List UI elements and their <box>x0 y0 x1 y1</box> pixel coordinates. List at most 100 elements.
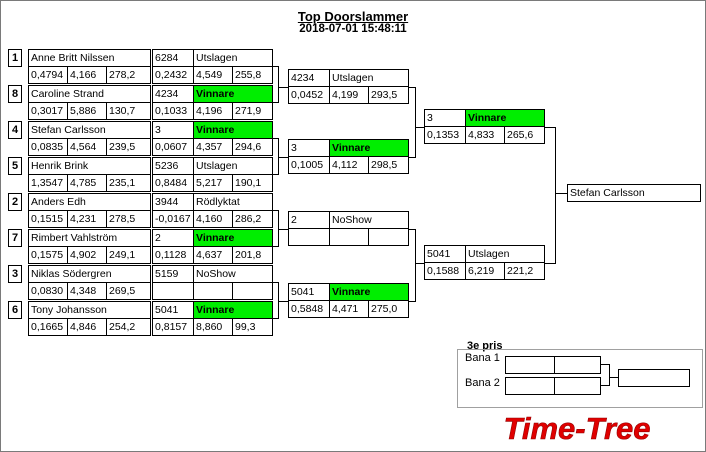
bracket-line <box>601 364 609 365</box>
reaction-time: 0,1588 <box>424 262 466 280</box>
seed-number: 4 <box>8 121 22 139</box>
elapsed-time: 4,564 <box>67 138 107 156</box>
bracket-line <box>278 138 279 175</box>
elapsed-time: 4,357 <box>193 138 233 156</box>
elapsed-time: 4,348 <box>67 282 107 300</box>
bracket-line <box>273 210 278 211</box>
elapsed-time: 4,785 <box>67 174 107 192</box>
bracket-line <box>555 127 556 264</box>
match-result: Utslagen <box>193 157 273 175</box>
bracket-line <box>409 229 415 230</box>
driver-name[interactable]: Anders Edh <box>28 193 151 211</box>
speed: 254,2 <box>106 318 151 336</box>
elapsed-time: 5,886 <box>67 102 107 120</box>
speed: 249,1 <box>106 246 151 264</box>
speed: 221,2 <box>504 262 545 280</box>
car-number: 5041 <box>424 245 466 263</box>
speed <box>368 228 409 246</box>
match-result: Vinnare <box>329 139 409 157</box>
reaction-time: 0,0830 <box>28 282 68 300</box>
bracket-line <box>545 263 555 264</box>
bracket-line <box>273 66 278 67</box>
elapsed-time: 4,549 <box>193 66 233 84</box>
match-result: Vinnare <box>329 283 409 301</box>
bracket-line <box>273 102 278 103</box>
bracket-line <box>278 301 288 302</box>
bracket-line <box>409 87 415 88</box>
match-result: Utslagen <box>465 245 545 263</box>
opponent-number: 5041 <box>152 301 194 319</box>
seed-number: 3 <box>8 265 22 283</box>
bracket-line <box>415 229 416 302</box>
reaction-time: 0,1005 <box>288 156 330 174</box>
elapsed-time: 8,860 <box>193 318 233 336</box>
bracket-line <box>273 138 278 139</box>
elapsed-time: 5,217 <box>193 174 233 192</box>
driver-name[interactable]: Niklas Södergren <box>28 265 151 283</box>
seed-number: 1 <box>8 49 22 67</box>
seed-number: 5 <box>8 157 22 175</box>
match-result: Utslagen <box>193 49 273 67</box>
match-result: Utslagen <box>329 69 409 87</box>
speed: 271,9 <box>232 102 273 120</box>
opponent-number: 3944 <box>152 193 194 211</box>
opponent-number: 3 <box>152 121 194 139</box>
car-number: 2 <box>288 211 330 229</box>
bracket-line <box>409 301 415 302</box>
speed: 298,5 <box>368 156 409 174</box>
bracket-line <box>278 210 279 247</box>
driver-name[interactable]: Anne Britt Nilssen <box>28 49 151 67</box>
match-result: Vinnare <box>465 109 545 127</box>
bracket-line <box>273 246 278 247</box>
elapsed-time: 4,199 <box>329 86 369 104</box>
match-result: Rödlyktat <box>193 193 273 211</box>
bracket-line <box>278 66 279 103</box>
bracket-line <box>609 377 618 378</box>
third-place-winner-box[interactable] <box>618 369 690 387</box>
reaction-time <box>288 228 330 246</box>
bracket-line <box>278 87 288 88</box>
seed-number: 8 <box>8 85 22 103</box>
match-result: NoShow <box>193 265 273 283</box>
bracket-line <box>555 193 567 194</box>
reaction-time: 0,8157 <box>152 318 194 336</box>
final-winner-box[interactable]: Stefan Carlsson <box>567 184 701 202</box>
reaction-time: 0,1353 <box>424 126 466 144</box>
bracket-line <box>273 282 278 283</box>
speed: 235,1 <box>106 174 151 192</box>
match-result: Vinnare <box>193 121 273 139</box>
reaction-time: 0,0607 <box>152 138 194 156</box>
elapsed-time: 4,471 <box>329 300 369 318</box>
reaction-time: 0,0452 <box>288 86 330 104</box>
reaction-time: 0,1515 <box>28 210 68 228</box>
reaction-time: 0,5848 <box>288 300 330 318</box>
driver-name[interactable]: Stefan Carlsson <box>28 121 151 139</box>
elapsed-time <box>329 228 369 246</box>
reaction-time: 0,1033 <box>152 102 194 120</box>
logo-text: Time-Tree <box>503 411 650 446</box>
opponent-number: 2 <box>152 229 194 247</box>
bracket-line <box>601 385 609 386</box>
lane-1-box-a[interactable] <box>505 356 555 374</box>
reaction-time: 0,8484 <box>152 174 194 192</box>
lane-1-box-b[interactable] <box>554 356 601 374</box>
car-number: 4234 <box>288 69 330 87</box>
speed: 239,5 <box>106 138 151 156</box>
speed: 269,5 <box>106 282 151 300</box>
opponent-number: 4234 <box>152 85 194 103</box>
driver-name[interactable]: Caroline Strand <box>28 85 151 103</box>
speed: 201,8 <box>232 246 273 264</box>
bracket-line <box>415 127 424 128</box>
lane-2-box-b[interactable] <box>554 377 601 395</box>
page-title: Top Doorslammer <box>297 9 409 24</box>
driver-name[interactable]: Henrik Brink <box>28 157 151 175</box>
speed: 99,3 <box>232 318 273 336</box>
driver-name[interactable]: Tony Johansson <box>28 301 151 319</box>
elapsed-time: 6,219 <box>465 262 505 280</box>
third-place-panel <box>457 349 703 408</box>
lane-2-box-a[interactable] <box>505 377 555 395</box>
car-number: 3 <box>288 139 330 157</box>
driver-name[interactable]: Rimbert Vahlström <box>28 229 151 247</box>
lane-1-label: Bana 1 <box>465 352 500 364</box>
bracket-line <box>273 318 278 319</box>
